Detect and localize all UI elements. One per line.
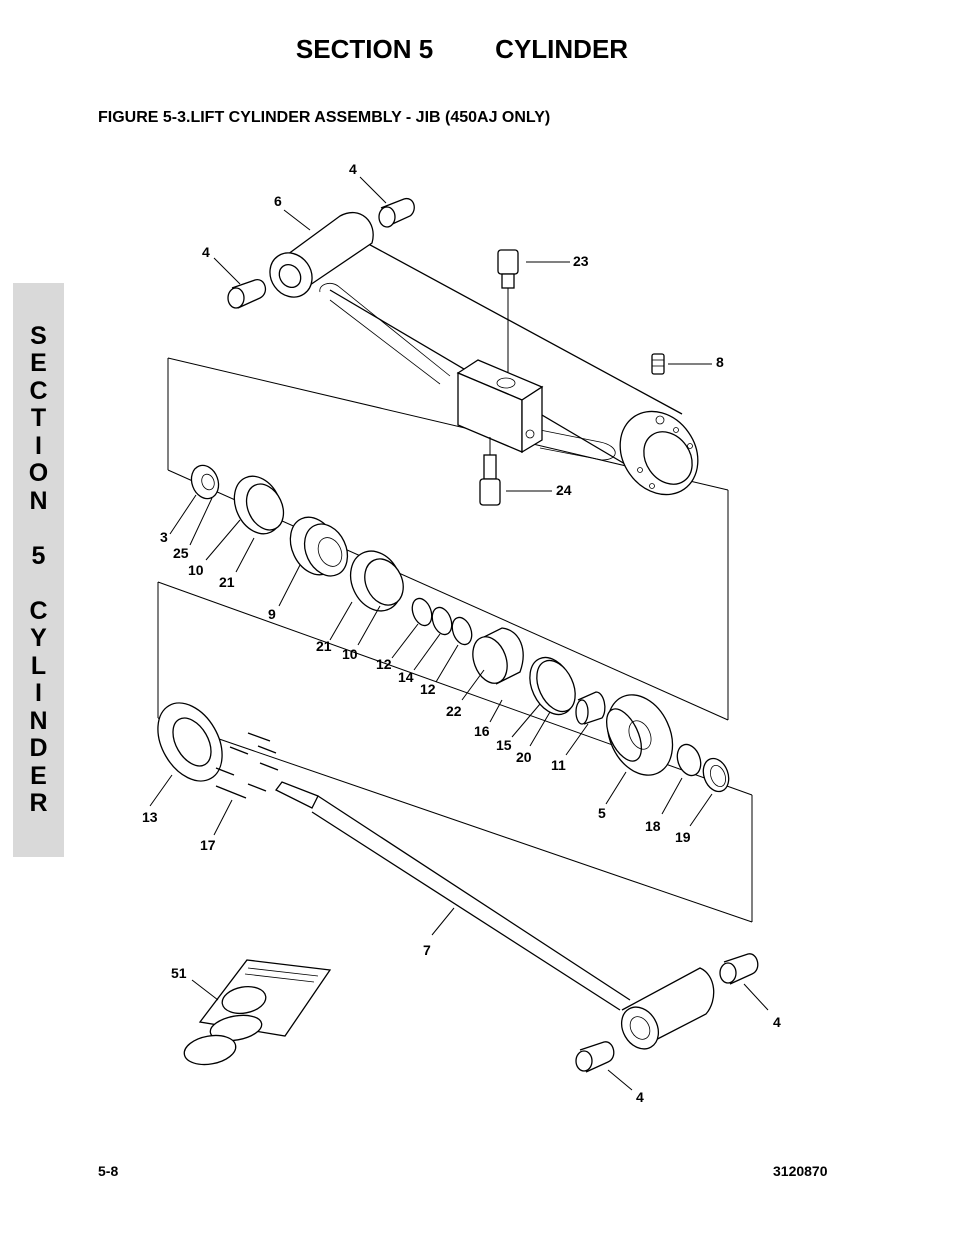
o-rings-12-14 — [411, 597, 473, 646]
callout-19: 19 — [675, 829, 691, 845]
wear-ring-11 — [575, 691, 606, 725]
side-tab-letter: D — [29, 734, 48, 762]
breather-plug-8 — [651, 353, 665, 375]
cylinder-rod-7 — [275, 781, 715, 1050]
bolts-17 — [215, 732, 279, 799]
callout-6: 6 — [274, 193, 282, 209]
side-tab-letter: N — [29, 486, 48, 515]
wiper-seals-18-19 — [676, 743, 730, 793]
section-title: SECTION 5 CYLINDER — [0, 34, 924, 65]
callout-51: 51 — [171, 965, 187, 981]
piston-9 — [289, 516, 349, 577]
side-tab-letter: N — [29, 706, 48, 735]
callout-22: 22 — [446, 703, 462, 719]
section-side-tab[interactable]: S E C T I O N 5 C Y L I N D E R — [13, 283, 64, 857]
callout-20: 20 — [516, 749, 532, 765]
callout-3: 3 — [160, 529, 168, 545]
side-tab-letter: Y — [30, 624, 47, 652]
side-tab-letter: L — [30, 651, 47, 680]
callout-5: 5 — [598, 805, 606, 821]
cylinder-barrel-part — [269, 211, 699, 496]
callout-11: 11 — [551, 757, 566, 773]
side-tab-letter: O — [28, 459, 49, 487]
side-tab-letter: I — [35, 679, 42, 707]
side-tab-letter: T — [30, 404, 47, 432]
piston-seal-21b — [349, 550, 404, 612]
callout-16: 16 — [474, 723, 490, 739]
callout-17: 17 — [200, 837, 216, 853]
section-name: CYLINDER — [495, 34, 629, 64]
bushing-right — [719, 953, 759, 985]
side-tab-letter: C — [29, 376, 48, 405]
document-number: 3120870 — [773, 1163, 828, 1179]
callout-25: 25 — [173, 545, 189, 561]
page-number: 5-8 — [98, 1163, 119, 1179]
callout-7: 7 — [423, 942, 431, 958]
fitting-23 — [497, 249, 519, 372]
callout-12-a: 12 — [376, 656, 392, 672]
callout-13: 13 — [142, 809, 158, 825]
side-tab-letter: S — [30, 321, 47, 350]
callout-4-right: 4 — [773, 1014, 781, 1030]
leader-lines — [149, 176, 769, 1091]
callout-15: 15 — [496, 737, 512, 753]
piston-seal-21a — [233, 475, 285, 535]
callout-4-bottom: 4 — [636, 1089, 644, 1105]
seal-kit-51 — [183, 959, 332, 1066]
callout-4-left: 4 — [202, 244, 210, 260]
side-tab-letter: R — [29, 789, 48, 817]
bushing-left — [227, 279, 267, 309]
rod-seals-15-20 — [529, 656, 576, 716]
side-tab-letter: E — [30, 761, 47, 790]
callout-9: 9 — [268, 606, 276, 622]
fitting-24 — [479, 437, 501, 506]
section-label: SECTION 5 — [295, 34, 434, 64]
side-tab-letter: C — [29, 596, 48, 625]
callout-8: 8 — [716, 354, 724, 370]
callout-24: 24 — [556, 482, 572, 498]
side-tab-letter: 5 — [31, 541, 46, 570]
bushing-top — [378, 197, 415, 228]
bushing-bottom — [575, 1041, 615, 1073]
callout-4-top: 4 — [349, 161, 357, 177]
callout-21-a: 21 — [219, 574, 235, 590]
callout-10-a: 10 — [188, 562, 204, 578]
callout-14: 14 — [398, 669, 414, 685]
callout-21-b: 21 — [316, 638, 332, 654]
callout-12-b: 12 — [420, 681, 436, 697]
figure-title: FIGURE 5-3.LIFT CYLINDER ASSEMBLY - JIB … — [98, 109, 551, 126]
callout-labels: 4 6 4 23 8 24 3 25 10 21 9 21 10 12 14 1… — [142, 161, 781, 1105]
callout-10-b: 10 — [342, 646, 358, 662]
flange-ring-13 — [157, 702, 223, 782]
callout-23: 23 — [573, 253, 589, 269]
side-tab-letter: I — [35, 431, 42, 460]
lock-nut-3 — [190, 464, 220, 500]
callout-18: 18 — [645, 818, 661, 834]
side-tab-letter: E — [30, 349, 47, 377]
cylinder-head-5 — [606, 694, 674, 776]
spacer-22 — [472, 627, 524, 685]
